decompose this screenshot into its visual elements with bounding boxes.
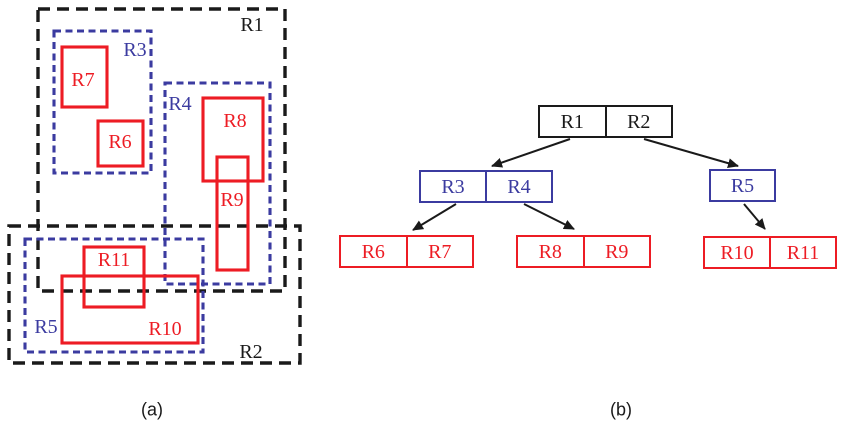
mbr-rect-r9: [215, 155, 250, 272]
mbr-rect-r8: [201, 96, 265, 183]
label-r4: R4: [168, 93, 192, 115]
tree-cell-r6: R6: [361, 240, 385, 263]
label-r7: R7: [71, 69, 95, 91]
edge-r5-to-leaf-r10r11: [743, 203, 766, 230]
tree-node-r5: R5: [709, 169, 776, 202]
tree-leaf-r6-r7: R6 R7: [339, 235, 474, 268]
mbr-rect-r4: [163, 81, 272, 286]
tree-cell-r4: R4: [485, 172, 551, 201]
tree-leaf-r8-r9: R8 R9: [516, 235, 651, 268]
mbr-rect-r1: [36, 7, 287, 293]
panel-b-caption: (b): [610, 399, 632, 420]
mbr-rect-r5: [23, 237, 205, 354]
tree-node-r3-r4: R3 R4: [419, 170, 553, 203]
label-r5: R5: [34, 316, 58, 338]
tree-node-root: R1 R2: [538, 105, 673, 138]
tree-leaf-r10-r11: R10 R11: [703, 236, 837, 269]
tree-cell-r5: R5: [730, 174, 755, 197]
tree-cell-r10: R10: [720, 241, 754, 264]
edge-r4-to-leaf-r8r9: [523, 203, 575, 230]
label-r2: R2: [239, 341, 263, 363]
label-r3: R3: [123, 39, 147, 61]
tree-cell-r11: R11: [769, 238, 835, 267]
label-r6: R6: [108, 131, 132, 153]
mbr-rect-r2: [7, 224, 302, 365]
tree-cell-r1: R1: [560, 110, 584, 133]
mbr-rect-r3: [52, 29, 153, 175]
panel-a-caption: (a): [141, 399, 163, 420]
mbr-rect-r10: [60, 274, 200, 345]
label-r10: R10: [148, 318, 182, 340]
label-r8: R8: [223, 110, 247, 132]
edge-r1-to-node-r3r4: [491, 138, 571, 168]
tree-cell-r3: R3: [441, 175, 465, 198]
tree-cell-r7: R7: [405, 237, 473, 266]
label-r1: R1: [240, 14, 264, 36]
label-r11: R11: [97, 249, 131, 271]
label-r9: R9: [220, 189, 244, 211]
mbr-rect-r7: [60, 45, 109, 109]
tree-cell-r2: R2: [604, 107, 672, 136]
tree-cell-r8: R8: [538, 240, 562, 263]
tree-cell-r9: R9: [582, 237, 650, 266]
edge-r2-to-node-r5: [643, 138, 739, 169]
edge-r3-to-leaf-r6r7: [412, 203, 457, 231]
mbr-rect-r6: [96, 119, 145, 168]
